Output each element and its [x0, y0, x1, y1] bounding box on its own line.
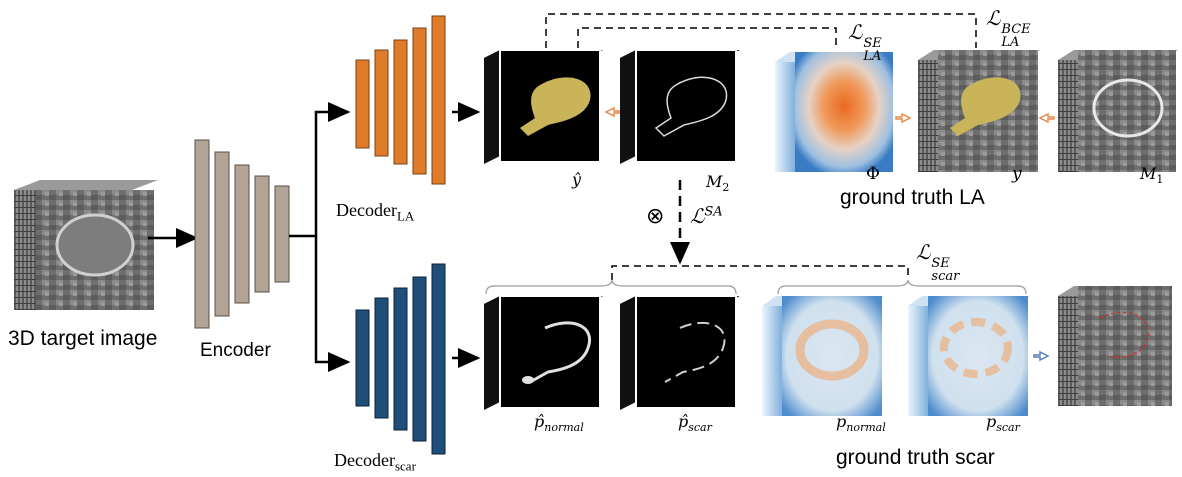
m2-label: M2 — [706, 172, 730, 195]
gt-scar-heatmap-cube — [908, 296, 1030, 416]
pred-normal-cube — [484, 295, 603, 410]
target-image-label: 3D target image — [8, 327, 158, 350]
m1-cube — [1058, 50, 1178, 172]
ground-truth-scar-label: ground truth scar — [836, 446, 995, 469]
p-hat-scar-label: p̂scar — [678, 412, 712, 435]
m2-cube — [620, 49, 740, 164]
p-normal-label: pnormal — [836, 412, 886, 435]
decoder-la-block — [355, 15, 446, 185]
group-braces — [485, 279, 1027, 295]
encoder-label: Encoder — [200, 340, 271, 361]
y-hat-label: ŷ — [572, 170, 582, 189]
encoder-branch-arrows — [289, 102, 351, 372]
gt-normal-heatmap-cube — [762, 296, 884, 416]
phi-heatmap-cube — [775, 52, 893, 172]
loss-bracket-scar — [611, 265, 909, 280]
phi-label: Φ — [866, 164, 880, 184]
gt-la-cube — [918, 50, 1040, 172]
ground-truth-la-label: ground truth LA — [840, 186, 985, 209]
encoder-block — [194, 139, 290, 329]
decoder-scar-block — [355, 263, 446, 455]
pred-la-cube — [484, 49, 603, 164]
p-scar-label: pscar — [986, 412, 1020, 435]
gt-scar-image-cube — [1058, 286, 1172, 406]
orange-arrow-icon — [895, 112, 912, 124]
orange-arrow-icon — [1038, 112, 1055, 124]
orange-arrow-icon — [604, 106, 621, 118]
otimes-symbol: ⊗ — [646, 204, 665, 229]
blue-arrow-icon — [1033, 350, 1050, 362]
pred-scar-cube — [620, 295, 740, 410]
m1-label: M1 — [1140, 164, 1164, 187]
decoder-la-label: DecoderLA — [336, 200, 415, 224]
p-hat-normal-label: p̂normal — [534, 412, 584, 435]
y-label: y — [1012, 164, 1022, 184]
sa-loss-label: ℒSA — [690, 204, 723, 228]
target-image-cube — [14, 180, 158, 310]
decoder-scar-label: Decoderscar — [334, 450, 416, 474]
loss-connectors-top — [545, 13, 977, 48]
